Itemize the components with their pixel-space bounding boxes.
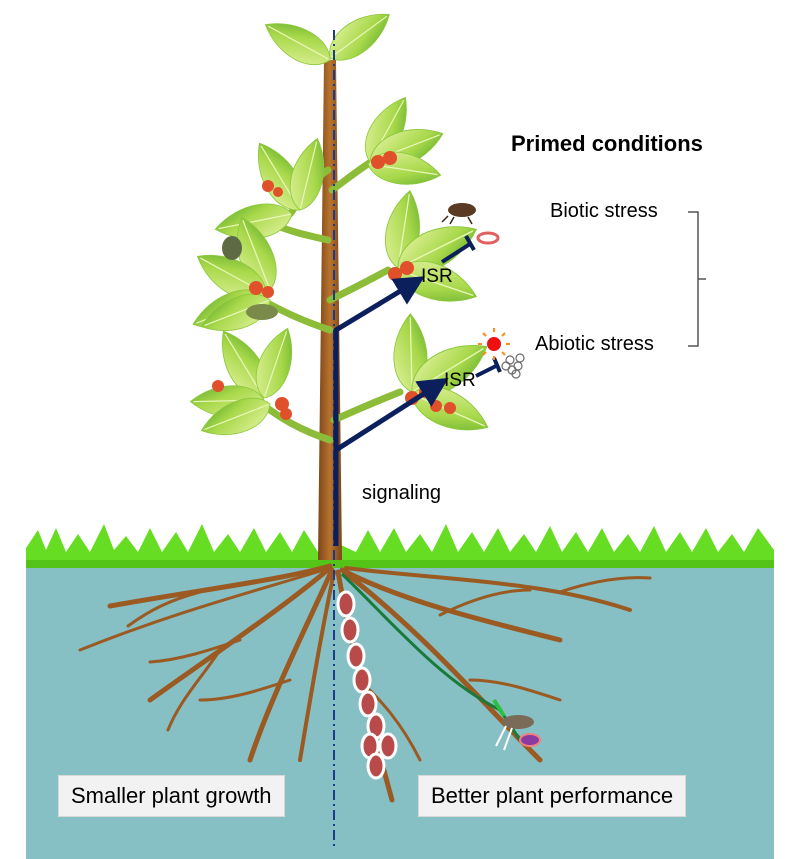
grass	[26, 524, 774, 568]
isr-inhibition-lower	[475, 357, 502, 378]
smaller-plant-growth-label: Smaller plant growth	[58, 775, 285, 817]
isr-inhibition-upper	[440, 231, 500, 264]
signaling-label: signaling	[362, 482, 441, 504]
rhizobacteria-chain	[336, 590, 398, 780]
root-insect-icon	[495, 715, 541, 751]
biotic-stress-label: Biotic stress	[550, 200, 658, 222]
abiotic-stress-label: Abiotic stress	[535, 333, 654, 355]
root-signal-mark	[492, 698, 506, 718]
better-plant-performance-label: Better plant performance	[418, 775, 687, 817]
stress-bracket	[688, 211, 706, 347]
sun-icon	[478, 328, 510, 360]
beetle-icon	[441, 203, 476, 225]
leaf-disease-patch	[222, 236, 242, 260]
title: Primed conditions	[511, 131, 703, 156]
leaf-disease-patch	[246, 304, 278, 320]
abiotic-cluster-icon	[501, 353, 525, 379]
isr-label-upper: ISR	[421, 266, 453, 287]
root-signal-line	[340, 572, 522, 741]
signaling-arrows	[333, 276, 449, 546]
isr-label-lower: ISR	[444, 370, 476, 391]
